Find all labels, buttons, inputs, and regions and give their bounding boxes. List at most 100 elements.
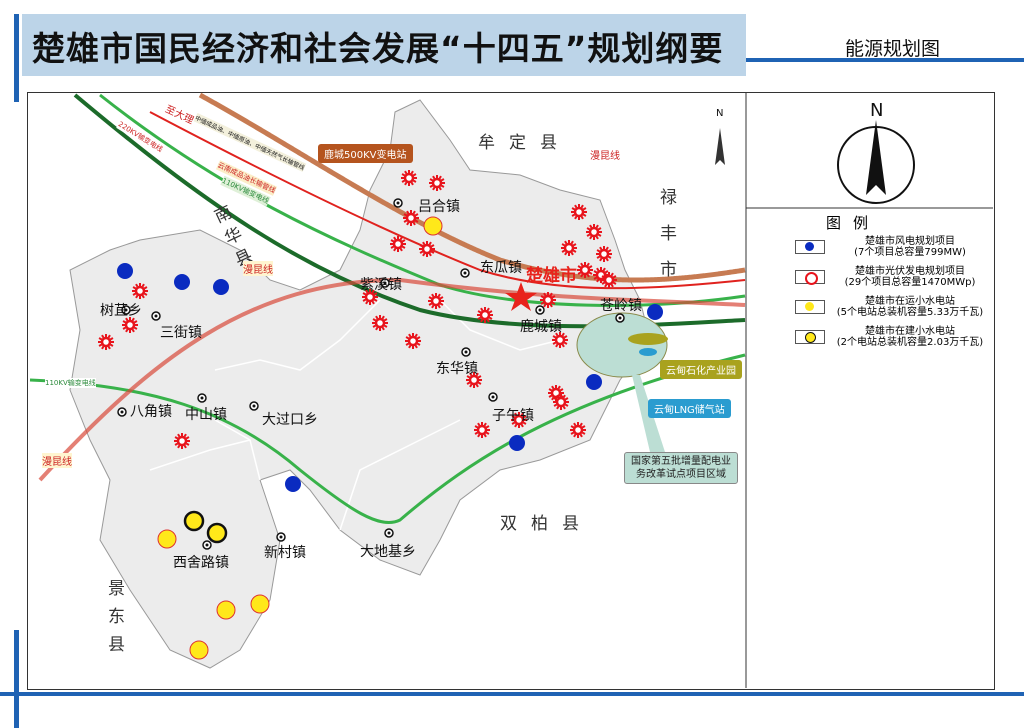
pilot-line-2: 务改革试点项目区域 bbox=[636, 469, 726, 480]
solar-project-marker-ray bbox=[132, 292, 137, 296]
town-label: 新村镇 bbox=[264, 545, 306, 561]
hydro-operating-marker bbox=[216, 600, 236, 620]
label-mankun-3: 漫昆线 bbox=[590, 151, 620, 162]
solar-project-marker-ray bbox=[564, 251, 568, 256]
solar-project-marker-ray bbox=[511, 415, 516, 419]
town-marker-dot bbox=[463, 271, 467, 275]
legend-item-detail: (29个项目总容量1470MWp) bbox=[844, 277, 976, 288]
solar-project-marker-ray bbox=[586, 227, 591, 231]
solar-project-marker-ray bbox=[480, 318, 484, 323]
label-110kv-west: 110KV输变电线 bbox=[45, 378, 96, 388]
solar-project-marker-ray bbox=[429, 178, 434, 182]
solar-project-marker-ray bbox=[405, 342, 410, 346]
hydro-operating-marker bbox=[157, 529, 177, 549]
hydro-operating-marker bbox=[189, 640, 209, 660]
solar-project-marker bbox=[421, 243, 433, 255]
solar-project-marker-ray bbox=[610, 272, 614, 277]
solar-project-marker-ray bbox=[404, 170, 408, 175]
solar-project-marker bbox=[134, 285, 146, 297]
solar-project-marker bbox=[572, 424, 584, 436]
callout-substation: 鹿城500KV变电站 bbox=[318, 144, 413, 163]
solar-project-marker-ray bbox=[593, 276, 598, 280]
small-compass-n-label: N bbox=[716, 108, 724, 119]
solar-project-marker-ray bbox=[557, 385, 561, 390]
legend-swatch bbox=[795, 300, 825, 314]
solar-project-marker bbox=[555, 396, 567, 408]
town-label: 西舍路镇 bbox=[173, 555, 229, 571]
solar-project-marker-ray bbox=[122, 320, 127, 324]
solar-project-marker-ray bbox=[540, 295, 545, 299]
solar-project-marker-ray bbox=[556, 405, 560, 410]
solar-project-marker-ray bbox=[98, 337, 103, 341]
legend-item-detail: (7个项目总容量799MW) bbox=[854, 247, 966, 258]
solar-project-marker-ray bbox=[143, 286, 148, 290]
callout-pilot-zone: 国家第五批增量配电业 务改革试点项目区域 bbox=[624, 452, 738, 484]
solar-project-marker-ray bbox=[438, 175, 442, 180]
town-label: 紫溪镇 bbox=[360, 277, 402, 293]
legend-item-name: 楚雄市在建小水电站 bbox=[865, 326, 955, 337]
hydro-operating-marker bbox=[250, 594, 270, 614]
solar-project-marker-ray bbox=[477, 375, 482, 379]
town-label: 大地基乡 bbox=[360, 544, 416, 560]
solar-project-marker-ray bbox=[132, 286, 137, 290]
legend-item: 楚雄市光伏发电规划项目(29个项目总容量1470MWp) bbox=[830, 266, 990, 288]
solar-project-marker-ray bbox=[393, 236, 397, 241]
solar-project-marker bbox=[124, 319, 136, 331]
solar-project-marker-ray bbox=[597, 227, 602, 231]
hydro-construction-marker bbox=[183, 510, 205, 532]
solar-project-marker-ray bbox=[604, 272, 608, 277]
town-label: 中山镇 bbox=[185, 407, 227, 423]
solar-project-marker-ray bbox=[586, 262, 590, 267]
solar-project-marker-ray bbox=[390, 239, 395, 243]
solar-project-marker-ray bbox=[573, 422, 577, 427]
label-mankun-1: 漫昆线 bbox=[243, 261, 273, 276]
solar-project-marker-ray bbox=[414, 219, 419, 223]
pilot-line-1: 国家第五批增量配电业 bbox=[631, 456, 731, 467]
legend-swatch-icon bbox=[805, 302, 814, 311]
solar-project-marker-ray bbox=[564, 403, 569, 407]
pipelines bbox=[198, 92, 746, 283]
town-label: 吕合镇 bbox=[418, 199, 460, 215]
solar-project-marker-ray bbox=[440, 184, 445, 188]
solar-project-marker-ray bbox=[98, 343, 103, 347]
solar-project-marker-ray bbox=[553, 403, 558, 407]
solar-project-marker-ray bbox=[416, 336, 421, 340]
solar-project-marker-ray bbox=[408, 344, 412, 349]
solar-project-marker-ray bbox=[183, 444, 187, 449]
solar-project-marker-ray bbox=[607, 255, 612, 259]
solar-project-marker-ray bbox=[399, 236, 403, 241]
solar-project-marker bbox=[374, 317, 386, 329]
mankun-railway bbox=[38, 277, 746, 482]
city-center-star-icon bbox=[505, 282, 537, 311]
solar-project-marker-ray bbox=[365, 300, 369, 305]
town-label: 东瓜镇 bbox=[480, 260, 522, 276]
town-label: 树苴乡 bbox=[100, 303, 142, 319]
solar-project-marker-ray bbox=[125, 328, 129, 333]
solar-project-marker-ray bbox=[551, 396, 555, 401]
solar-project-marker-ray bbox=[586, 273, 590, 278]
solar-project-marker-ray bbox=[410, 170, 414, 175]
solar-project-marker-ray bbox=[135, 294, 139, 299]
town-marker-dot bbox=[538, 308, 542, 312]
solar-project-marker-ray bbox=[597, 233, 602, 237]
solar-project-marker-ray bbox=[488, 310, 493, 314]
solar-project-marker-ray bbox=[540, 301, 545, 305]
solar-project-marker-ray bbox=[477, 316, 482, 320]
solar-project-marker-ray bbox=[511, 421, 516, 425]
solar-project-marker-ray bbox=[556, 394, 560, 399]
solar-project-marker-ray bbox=[430, 250, 435, 254]
solar-project-marker-ray bbox=[549, 303, 553, 308]
solar-project-marker-ray bbox=[589, 235, 593, 240]
solar-project-marker-ray bbox=[466, 375, 471, 379]
solar-project-marker-ray bbox=[563, 341, 568, 345]
town-marker-dot bbox=[464, 350, 468, 354]
solar-project-marker-ray bbox=[414, 213, 419, 217]
solar-project-marker bbox=[573, 206, 585, 218]
lng-area bbox=[639, 348, 657, 356]
solar-project-marker-ray bbox=[601, 275, 606, 279]
town-label: 三街镇 bbox=[160, 325, 202, 341]
solar-project-marker-ray bbox=[185, 442, 190, 446]
solar-project-marker-ray bbox=[381, 326, 385, 331]
town-label: 八角镇 bbox=[130, 404, 172, 420]
solar-project-marker-ray bbox=[428, 241, 432, 246]
